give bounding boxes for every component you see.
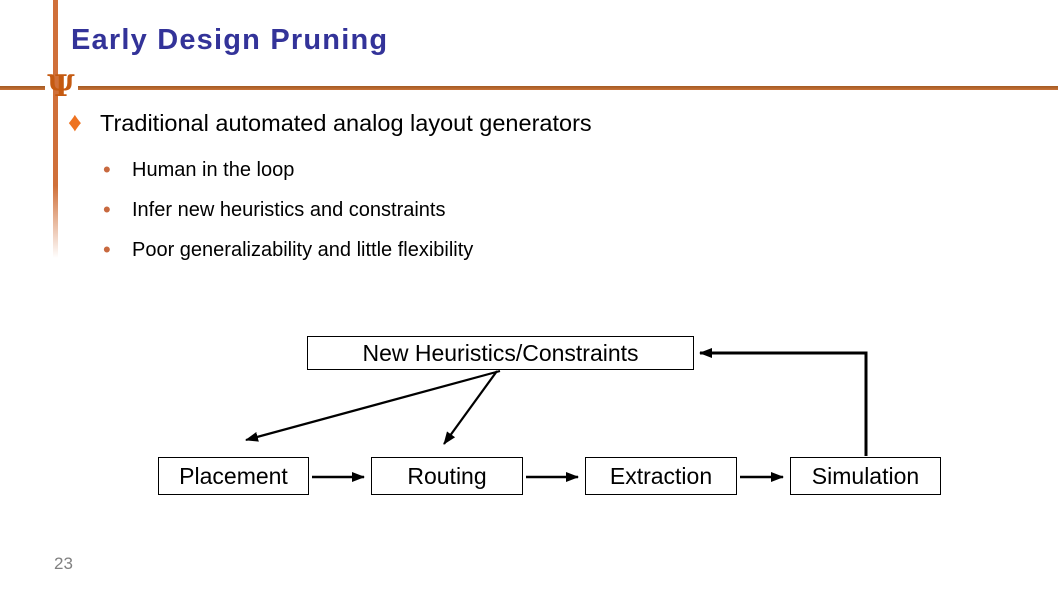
box-simulation: Simulation	[790, 457, 941, 495]
box-placement: Placement	[158, 457, 309, 495]
diamond-bullet-icon: ♦	[68, 107, 82, 137]
box-extraction: Extraction	[585, 457, 737, 495]
accent-horizontal-line-right	[78, 86, 1058, 90]
sub-bullet-text-2: Infer new heuristics and constraints	[132, 199, 446, 221]
sub-bullet-text-1: Human in the loop	[132, 159, 295, 181]
accent-vertical-line	[53, 0, 58, 258]
page-number: 23	[54, 554, 73, 573]
sub-bullet-icon: •	[103, 157, 111, 182]
arrow-heuristics-to-routing	[443, 370, 498, 445]
university-trident-logo-icon: Ψ	[47, 69, 75, 104]
arrow-heuristics-to-placement	[245, 369, 501, 442]
accent-horizontal-line-left	[0, 86, 45, 90]
sub-bullet-icon: •	[103, 197, 111, 222]
box-new-heuristics-constraints: New Heuristics/Constraints	[307, 336, 694, 370]
box-routing: Routing	[371, 457, 523, 495]
arrow-simulation-to-heuristics-feedback	[699, 348, 868, 456]
bullet-level1-text: Traditional automated analog layout gene…	[100, 110, 592, 136]
sub-bullet-text-3: Poor generalizability and little flexibi…	[132, 239, 474, 261]
slide-title: Early Design Pruning	[71, 24, 389, 56]
sub-bullet-icon: •	[103, 237, 111, 262]
